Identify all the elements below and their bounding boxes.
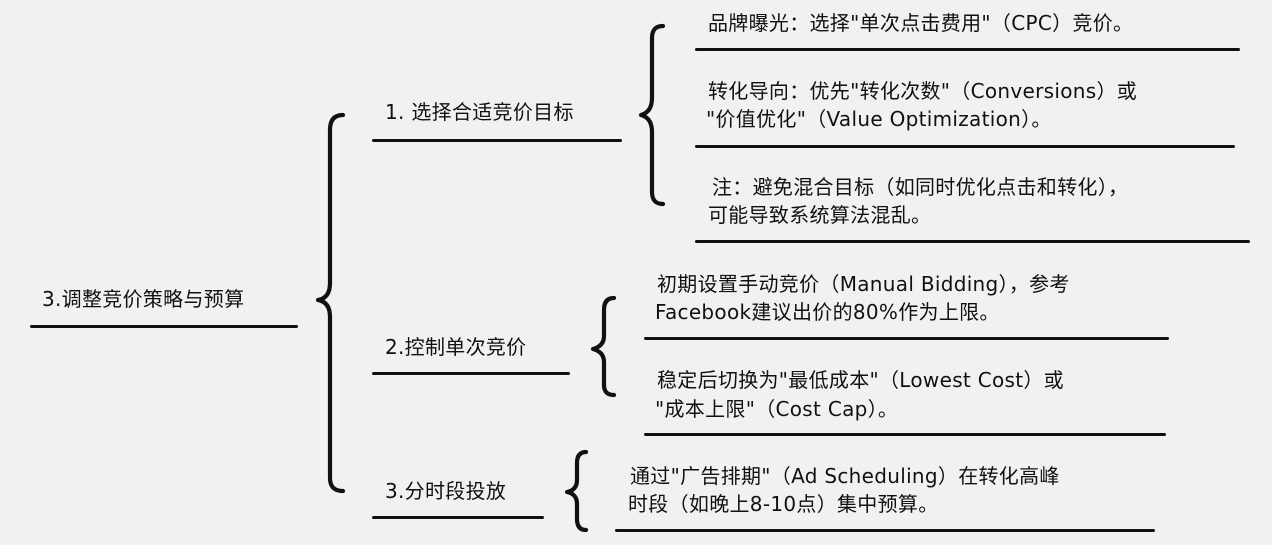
branch-1-leaf-3-line-1: 注：避免混合目标（如同时优化点击和转化）， bbox=[712, 175, 1129, 199]
branch-3-leaf-1-line-1: 通过"广告排期"（Ad Scheduling）在转化高峰 bbox=[630, 464, 1060, 488]
branch-1-leaf-2-line-2: "价值优化"（Value Optimization）。 bbox=[706, 107, 1052, 131]
branch-2-underline bbox=[372, 372, 570, 375]
branch-2-topic: 2.控制单次竞价 bbox=[385, 335, 527, 359]
branch-1-leaf-1: 品牌曝光：选择"单次点击费用"（CPC）竞价。 bbox=[708, 11, 1134, 35]
branch-3-leaf-1-underline bbox=[615, 529, 1155, 532]
branch-2-leaf-2-underline bbox=[644, 433, 1166, 436]
root-topic: 3.调整竞价策略与预算 bbox=[42, 287, 245, 311]
branch-3-underline bbox=[372, 516, 544, 519]
branch-2-brace bbox=[590, 295, 617, 398]
branch-3-brace bbox=[564, 449, 589, 533]
branch-3-leaf-1-line-2: 时段（如晚上8-10点）集中预算。 bbox=[628, 492, 939, 516]
branch-2-leaf-1-underline bbox=[644, 337, 1169, 340]
branch-1-leaf-1-underline bbox=[695, 48, 1240, 51]
branch-1-leaf-3-line-2: 可能导致系统算法混乱。 bbox=[708, 203, 932, 227]
branch-1-brace bbox=[638, 23, 666, 207]
branch-1-leaf-2-underline bbox=[695, 145, 1235, 148]
branch-1-underline bbox=[372, 139, 622, 142]
branch-1-topic: 1. 选择合适竞价目标 bbox=[385, 100, 574, 124]
branch-1-leaf-2-line-1: 转化导向：优先"转化次数"（Conversions）或 bbox=[708, 79, 1138, 103]
branch-2-leaf-2-line-1: 稳定后切换为"最低成本"（Lowest Cost）或 bbox=[657, 368, 1064, 392]
branch-2-leaf-2-line-2: "成本上限"（Cost Cap）。 bbox=[655, 397, 899, 421]
root-brace bbox=[315, 112, 346, 494]
branch-2-leaf-1-line-2: Facebook建议出价的80%作为上限。 bbox=[655, 300, 1000, 324]
branch-2-leaf-1-line-1: 初期设置手动竞价（Manual Bidding），参考 bbox=[657, 272, 1070, 296]
root-underline bbox=[30, 325, 298, 328]
branch-1-leaf-3-underline bbox=[695, 240, 1250, 243]
branch-3-topic: 3.分时段投放 bbox=[385, 479, 507, 503]
